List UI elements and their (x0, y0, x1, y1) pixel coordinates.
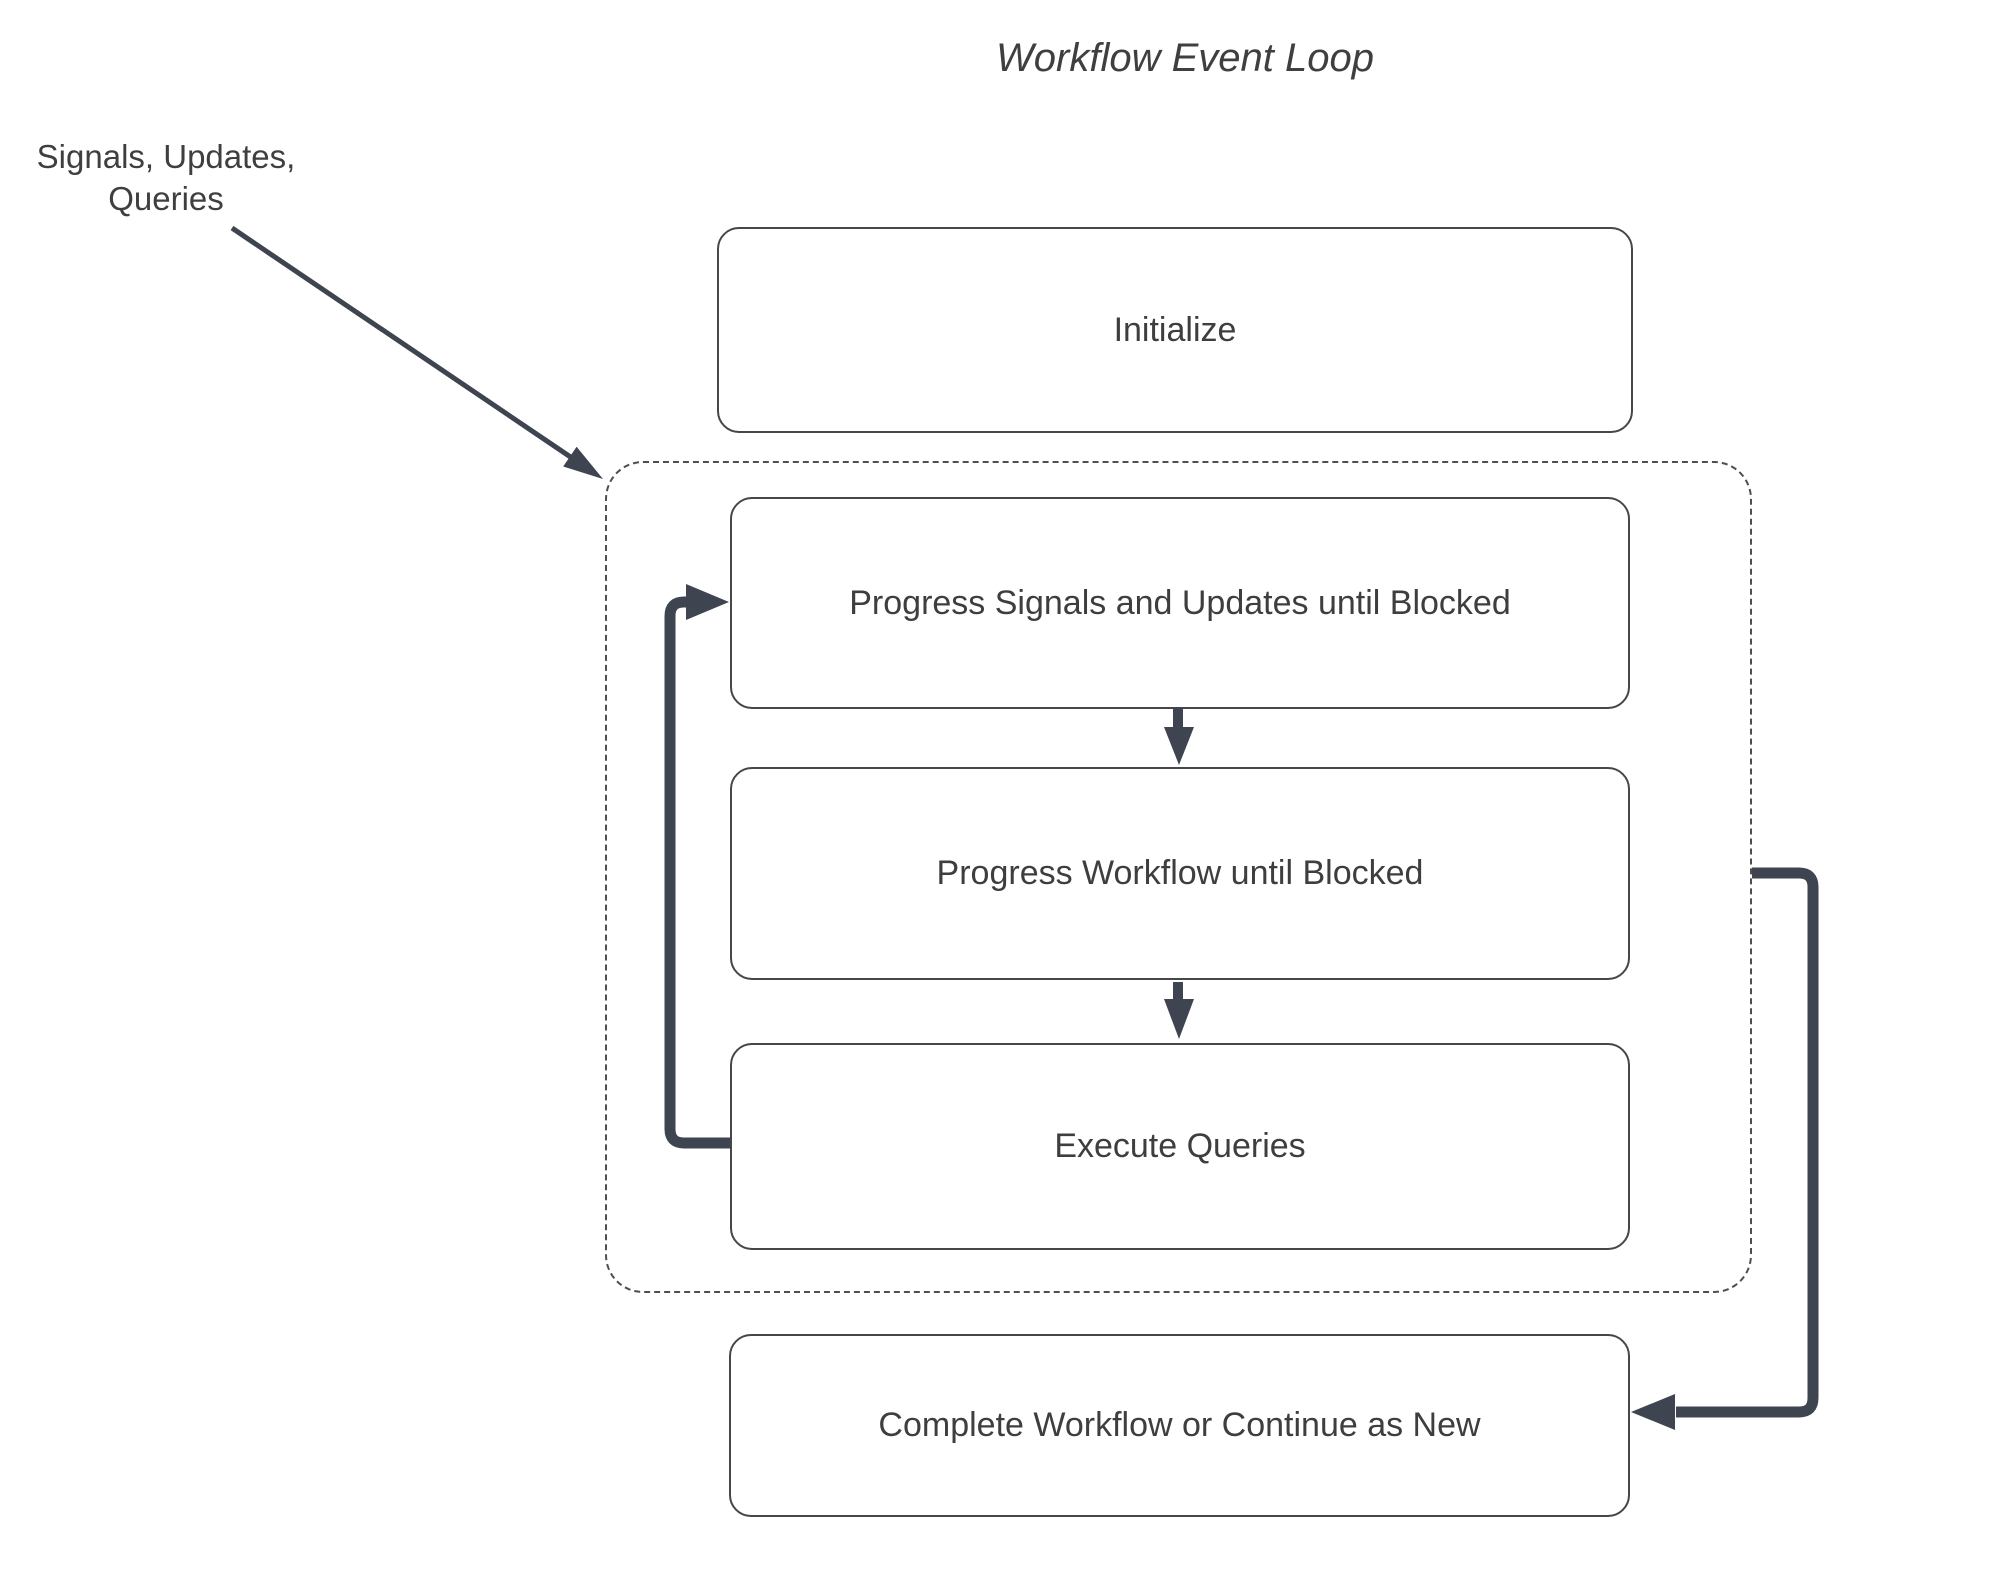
signals-input-arrowhead-icon (563, 446, 603, 479)
node-progress-workflow: Progress Workflow until Blocked (730, 767, 1630, 980)
signals-updates-queries-label: Signals, Updates, Queries (36, 138, 296, 217)
continue-exit-arrowhead-icon (1631, 1394, 1675, 1430)
node-execute-queries-label: Execute Queries (1054, 1127, 1306, 1165)
signals-input-arrow-line (230, 225, 574, 461)
node-progress-signals-label: Progress Signals and Updates until Block… (849, 583, 1511, 622)
node-complete: Complete Workflow or Continue as New (729, 1334, 1630, 1517)
node-complete-label: Complete Workflow or Continue as New (878, 1406, 1481, 1444)
node-execute-queries: Execute Queries (730, 1043, 1630, 1250)
node-progress-signals: Progress Signals and Updates until Block… (730, 497, 1630, 709)
node-progress-workflow-label: Progress Workflow until Blocked (936, 854, 1424, 892)
signals-input-arrow (230, 225, 603, 479)
node-initialize-label: Initialize (1113, 310, 1237, 349)
diagram-title: Workflow Event Loop (996, 36, 1374, 80)
node-initialize: Initialize (717, 227, 1633, 433)
